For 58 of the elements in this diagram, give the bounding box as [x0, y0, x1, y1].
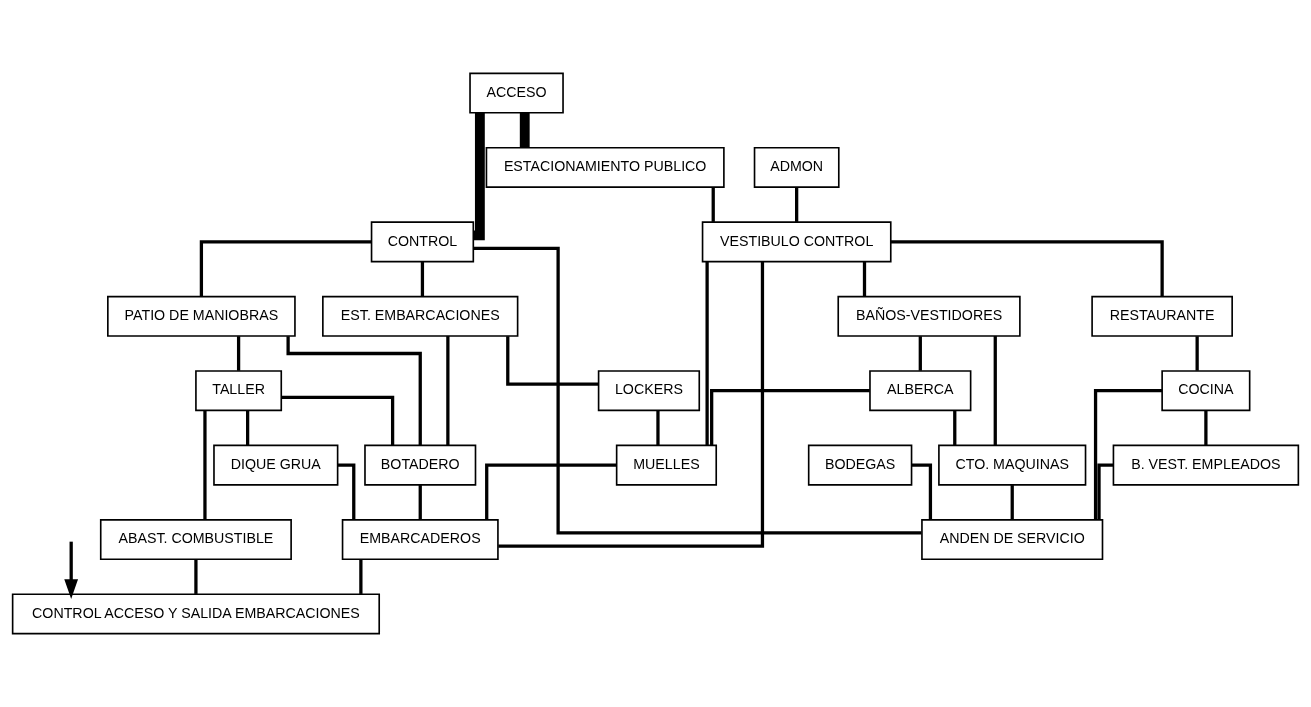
- connector: [498, 261, 765, 548]
- node-box: CTO. MAQUINAS: [938, 444, 1087, 486]
- arrow: [64, 541, 79, 599]
- connector: [194, 559, 198, 594]
- connector: [890, 240, 1164, 297]
- node-box: ANDEN DE SERVICIO: [921, 519, 1104, 561]
- node-box: EMBARCADEROS: [341, 519, 499, 561]
- connector: [446, 336, 450, 446]
- connector: [710, 389, 870, 446]
- connector: [359, 559, 363, 594]
- node-box: CONTROL ACCESO Y SALIDA EMBARCACIONES: [11, 593, 381, 635]
- connector: [1195, 336, 1199, 371]
- node-box: ALBERCA: [869, 370, 972, 412]
- connector: [473, 246, 922, 535]
- connector: [506, 336, 599, 386]
- connector: [1204, 410, 1208, 446]
- connector: [286, 336, 422, 446]
- node-box: PATIO DE MANIOBRAS: [107, 295, 296, 337]
- node-box: CONTROL: [370, 221, 475, 263]
- connector: [418, 485, 422, 520]
- connector: [281, 395, 395, 446]
- connector: [236, 336, 241, 371]
- connector: [795, 187, 799, 222]
- node-box: RESTAURANTE: [1091, 295, 1233, 337]
- node-box: BOTADERO: [364, 444, 477, 486]
- connector: [1010, 485, 1014, 520]
- node-box: B. VEST. EMPLEADOS: [1112, 444, 1300, 486]
- node-box: ADMON: [753, 146, 840, 188]
- node-box: DIQUE GRUA: [213, 444, 339, 486]
- connector: [911, 463, 933, 520]
- connector: [1097, 463, 1113, 520]
- connector: [246, 410, 250, 446]
- connector: [338, 463, 356, 520]
- connector: [993, 336, 997, 446]
- node-box: BODEGAS: [807, 444, 913, 486]
- node-box: COCINA: [1161, 370, 1251, 412]
- connector: [705, 261, 709, 446]
- node-box: ACCESO: [469, 72, 564, 114]
- node-box: ESTACIONAMIENTO PUBLICO: [485, 146, 725, 188]
- connector: [1093, 389, 1162, 520]
- node-box: MUELLES: [615, 444, 718, 486]
- node-box: BAÑOS-VESTIDORES: [837, 295, 1021, 337]
- connector: [953, 410, 957, 446]
- node-box: TALLER: [195, 370, 283, 412]
- connector: [485, 463, 617, 520]
- connector: [711, 187, 715, 222]
- connector: [862, 261, 867, 297]
- connector: [203, 410, 207, 520]
- node-box: LOCKERS: [597, 370, 701, 412]
- connector: [199, 240, 372, 297]
- connector: [656, 410, 660, 446]
- connector: [918, 336, 922, 371]
- connector: [473, 112, 485, 241]
- connector: [519, 113, 530, 148]
- node-box: ABAST. COMBUSTIBLE: [99, 519, 292, 561]
- node-box: VESTIBULO CONTROL: [701, 221, 892, 263]
- connector: [420, 261, 425, 297]
- node-box: EST. EMBARCACIONES: [322, 295, 519, 337]
